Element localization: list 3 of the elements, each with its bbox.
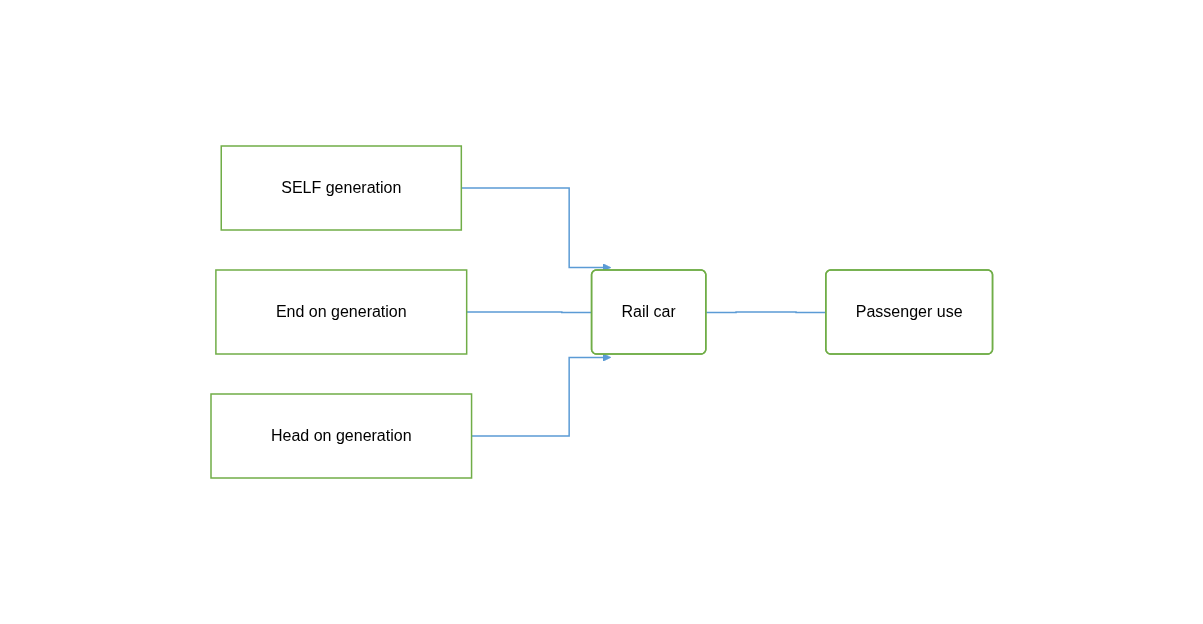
node-box: SELF generation [220,145,462,231]
node-box: Head on generation [210,393,473,479]
node-box: End on generation [214,269,468,355]
